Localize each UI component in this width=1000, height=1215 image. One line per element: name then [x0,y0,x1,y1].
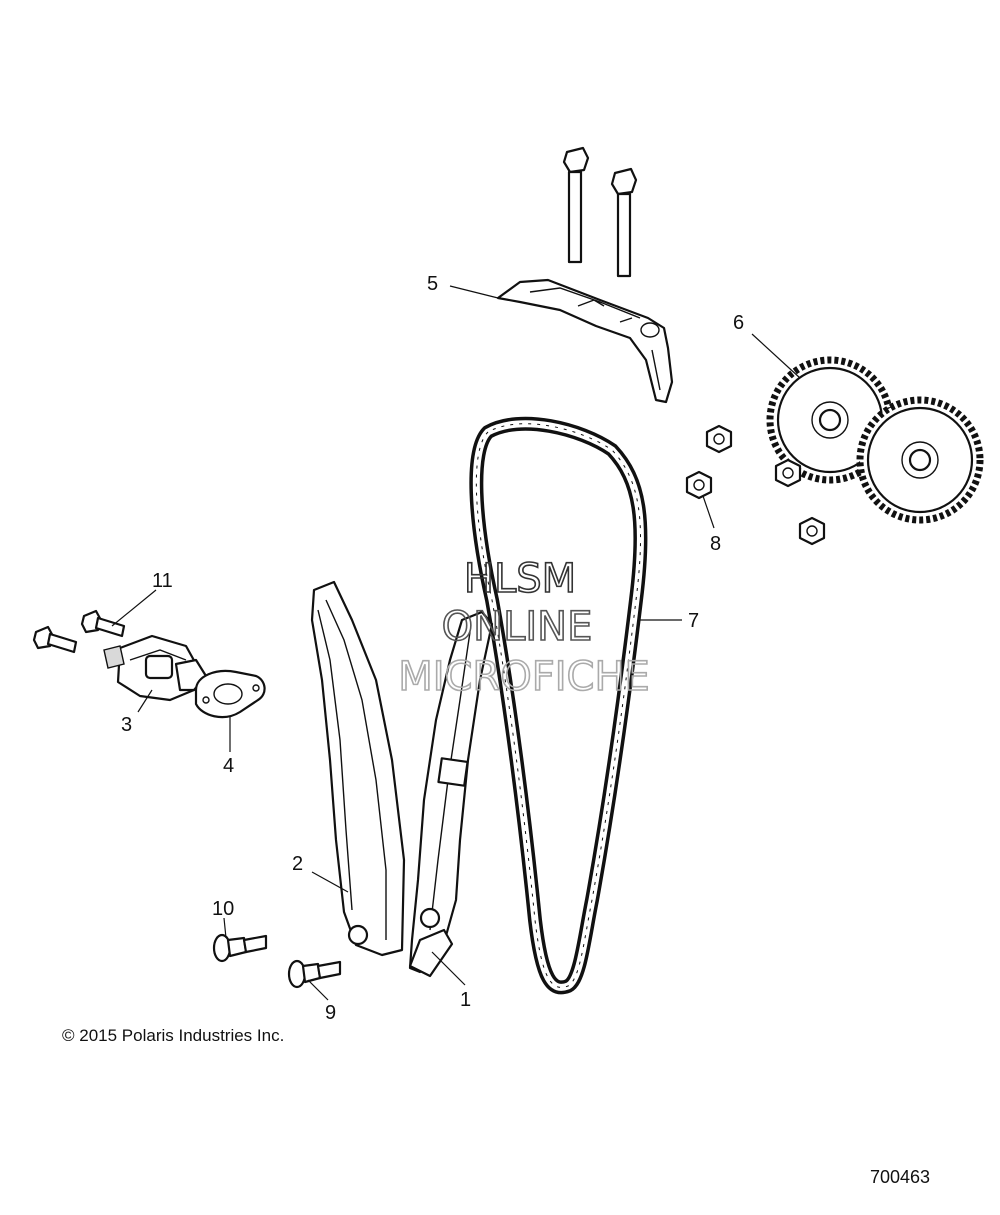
upper-chain-guide [496,278,674,404]
leader-1 [431,951,466,986]
pivot-bolt [212,933,268,963]
chain-tensioner [103,634,208,702]
guide-bolt-left [562,146,590,264]
callout-7: 7 [688,610,699,632]
callout-3: 3 [121,714,132,736]
watermark-line-1: HLSM [464,556,576,602]
leader-11 [111,589,157,627]
callout-6: 6 [733,312,744,334]
leader-10 [223,917,227,939]
leader-8 [702,495,715,529]
leader-2 [311,871,349,893]
callout-11: 11 [152,570,173,592]
sprocket-bolt-1 [705,424,733,454]
leader-9 [307,979,329,1001]
fixed-chain-guide [408,610,494,978]
callout-1: 1 [460,989,471,1011]
callout-labels: 1 2 3 4 5 6 7 8 9 10 11 [121,273,744,1024]
leader-lines [111,285,801,1001]
sprocket-bolt-4 [798,516,826,546]
sprocket-bolt-3 [774,458,802,488]
leader-6 [751,333,801,379]
cam-sprocket-rear [856,396,984,524]
sprocket-bolt-2 [685,470,713,500]
callout-9: 9 [325,1002,336,1024]
callout-5: 5 [427,273,438,295]
tensioner-bolt-1 [32,625,78,654]
timing-chain [469,416,648,995]
leader-5 [449,285,499,299]
callout-2: 2 [292,853,303,875]
guide-bolt [287,959,342,989]
callout-4: 4 [223,755,234,777]
watermark: HLSM ONLINE MICROFICHE [397,555,650,701]
guide-bolt-right [610,167,638,278]
watermark-line-3: MICROFICHE [398,654,650,700]
watermark-line-2: ONLINE [442,604,593,650]
tensioner-blade [310,580,406,957]
tensioner-bolt-2 [80,609,126,638]
tensioner-gasket [194,669,266,719]
leader-3 [137,689,153,713]
callout-8: 8 [710,533,721,555]
callout-10: 10 [212,898,234,920]
figure-number: 700463 [870,1167,931,1187]
copyright-notice: © 2015 Polaris Industries Inc. [62,1026,285,1045]
